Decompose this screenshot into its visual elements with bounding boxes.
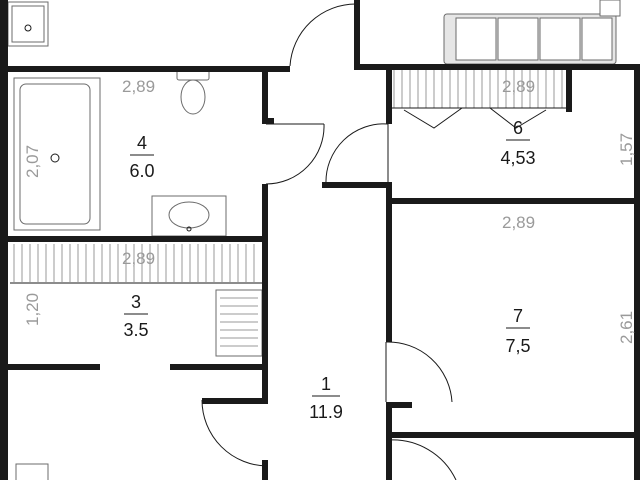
washbasin-icon bbox=[151, 195, 227, 237]
room-label-6: 6 4,53 bbox=[500, 118, 535, 168]
room-area: 4,53 bbox=[500, 148, 535, 168]
bathtub-icon bbox=[13, 77, 101, 231]
room-number: 4 bbox=[137, 133, 147, 153]
dim-wardrobe6-width: 2,89 bbox=[502, 77, 535, 96]
room-label-7: 7 7,5 bbox=[505, 306, 530, 356]
sofa-icon bbox=[443, 0, 621, 65]
room-label-4: 4 6.0 bbox=[129, 133, 154, 181]
dim-room3-height: 1,20 bbox=[23, 293, 42, 326]
room-label-3: 3 3.5 bbox=[123, 292, 148, 340]
wardrobe-3-hatch bbox=[10, 244, 263, 357]
room-area: 6.0 bbox=[129, 161, 154, 181]
room-label-1: 1 11.9 bbox=[309, 374, 343, 422]
toilet-icon bbox=[176, 67, 210, 115]
dim-room6-height: 1,57 bbox=[617, 133, 636, 166]
wardrobe-6-hatch bbox=[392, 68, 568, 129]
room-number: 7 bbox=[513, 306, 523, 326]
dim-room7-height: 2,61 bbox=[617, 311, 636, 344]
room-number: 1 bbox=[321, 374, 331, 394]
dim-room3-width: 2,89 bbox=[122, 249, 155, 268]
room-area: 3.5 bbox=[123, 320, 148, 340]
dim-room7-width: 2,89 bbox=[502, 213, 535, 232]
top-sink-icon bbox=[7, 1, 49, 47]
room-number: 3 bbox=[131, 292, 141, 312]
room-number: 6 bbox=[513, 118, 523, 138]
dim-bath-height: 2,07 bbox=[23, 145, 42, 178]
room-area: 11.9 bbox=[309, 402, 343, 422]
dim-bath-width: 2,89 bbox=[122, 77, 155, 96]
bottom-left-fixture bbox=[15, 463, 49, 480]
room-area: 7,5 bbox=[505, 336, 530, 356]
